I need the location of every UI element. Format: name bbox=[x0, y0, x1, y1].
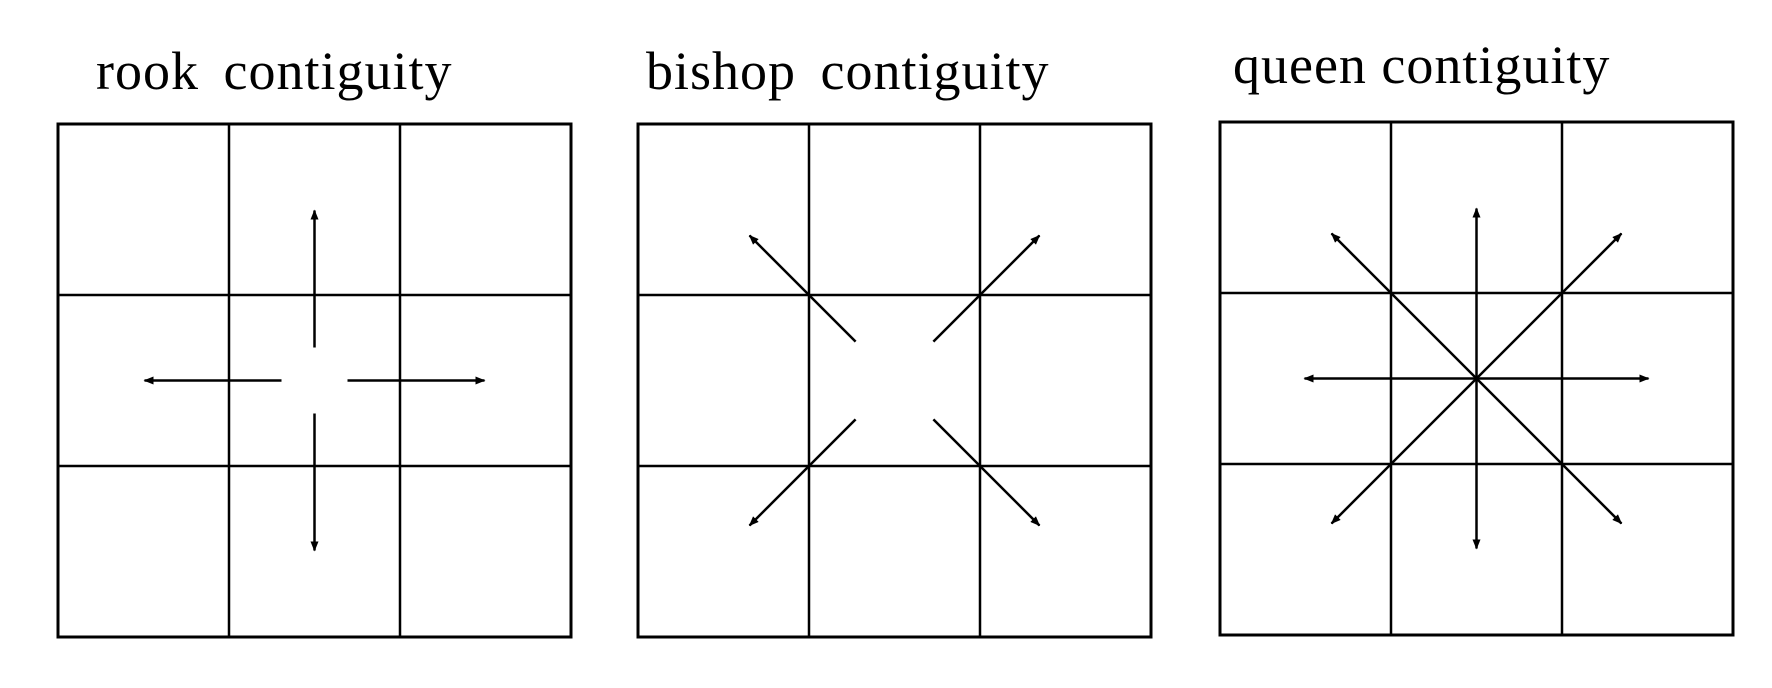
bishop-grid-border bbox=[636, 122, 1153, 639]
rook-contiguity-grid bbox=[56, 122, 573, 639]
queen-arrow-down-left bbox=[1330, 377, 1478, 525]
rook-grid-border bbox=[56, 122, 573, 639]
rook-contiguity-title: rook contiguity bbox=[96, 41, 453, 101]
bishop-arrow-down-left bbox=[748, 418, 857, 527]
bishop-contiguity-grid bbox=[636, 122, 1153, 639]
bishop-contiguity-title: bishop contiguity bbox=[646, 41, 1050, 101]
queen-arrow-up-left bbox=[1330, 232, 1478, 380]
queen-grid-border bbox=[1218, 120, 1735, 637]
queen-contiguity-title: queen contiguity bbox=[1233, 35, 1611, 95]
queen-contiguity-grid bbox=[1218, 120, 1735, 637]
queen-arrow-down-right bbox=[1475, 377, 1623, 525]
queen-arrow-up-right bbox=[1475, 232, 1623, 380]
bishop-arrow-down-right bbox=[932, 418, 1041, 527]
bishop-arrow-up-left bbox=[748, 234, 857, 343]
bishop-arrow-up-right bbox=[932, 234, 1041, 343]
